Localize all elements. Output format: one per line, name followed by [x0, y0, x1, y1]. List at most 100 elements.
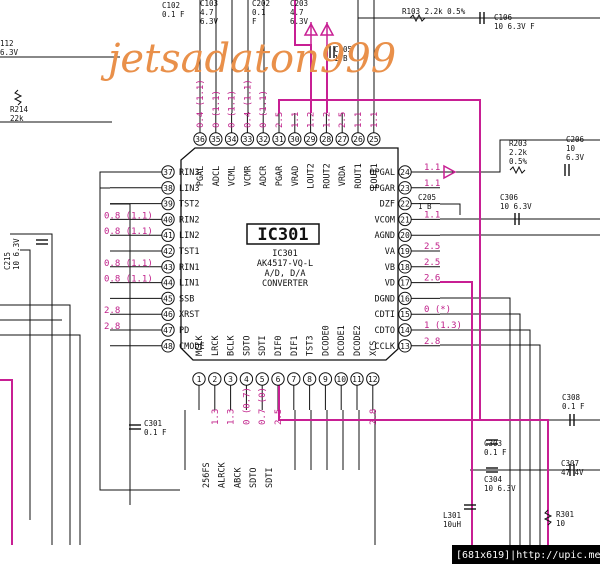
pin-2-label: LRCK: [211, 335, 221, 356]
pin-28-voltage: 1.2: [322, 112, 332, 128]
pin-29-circle: [303, 132, 318, 146]
pin-26-label: ROUT1: [354, 163, 364, 189]
pin-10-label: DCODE1: [337, 325, 347, 356]
wire-rin2: [10, 233, 53, 545]
pin-25-voltage: 1.1: [370, 112, 380, 128]
pin-22-number: 22: [400, 200, 410, 209]
c105-label: 1 B: [334, 54, 348, 63]
pin-26-number: 26: [353, 135, 363, 144]
pin-3-circle: [223, 372, 238, 386]
pin-32-circle: [256, 132, 270, 146]
pin-17-label: VD: [385, 279, 395, 289]
pin-3-label: BCLK: [227, 335, 237, 356]
pin-10-circle: [334, 372, 348, 386]
pin-32-number: 32: [258, 135, 268, 144]
pin-26-voltage: 1.1: [354, 112, 364, 128]
wire-dzf: [440, 203, 461, 215]
c205-label: C205: [418, 193, 436, 202]
pin-22-circle: [398, 196, 412, 211]
pin-17-circle: [398, 275, 412, 290]
pin-38-label: LIN3: [179, 184, 199, 194]
pin-44-voltage: 0.8 (1.1): [104, 275, 153, 285]
pin-30-voltage: 1.1: [291, 112, 301, 128]
pin-25-number: 25: [369, 135, 379, 144]
pin-9-number: 9: [323, 375, 328, 384]
pin-41-voltage: 0.8 (1.1): [104, 227, 153, 237]
c102-label: C102: [162, 1, 180, 10]
pin-15-circle: [398, 307, 412, 321]
wire-opgal: [440, 139, 600, 173]
ic301-subtitle-line: IC301: [272, 249, 298, 259]
supply-trace-left: [0, 379, 13, 545]
passive-components: [13, 12, 575, 526]
r301-label: 10: [556, 519, 566, 528]
r214-zigzag: [13, 89, 23, 106]
pin-43-label: RIN1: [179, 263, 199, 273]
pin-5-net-label: SDTO: [249, 468, 259, 488]
r103-zigzag: [409, 13, 426, 23]
r203-label: R203: [509, 139, 527, 148]
c202-label: F: [252, 17, 257, 26]
pin-44-number: 44: [163, 279, 173, 288]
supply-trace-dif0: [278, 385, 480, 421]
pin-24-circle: [398, 165, 412, 179]
l301-label: 10uH: [443, 520, 462, 529]
pin-10-number: 10: [336, 375, 346, 384]
pin-41-label: LIN2: [179, 231, 199, 241]
pin-42-label: TST1: [179, 247, 199, 257]
pin-18-label: VB: [385, 263, 395, 273]
c303-label: C303: [484, 439, 502, 448]
pin-40-number: 40: [163, 215, 173, 224]
pin-34-label: VCML: [228, 166, 238, 186]
pin-15-label: CDTI: [375, 310, 395, 320]
pin-21-circle: [398, 212, 412, 227]
pin-11-circle: [350, 372, 364, 386]
pin-6-label: DIF0: [274, 336, 284, 356]
pin-29-number: 29: [306, 135, 316, 144]
pin-19-voltage: 2.5: [424, 242, 440, 252]
pin-35-label: ADCL: [212, 166, 222, 186]
pin-35-number: 35: [211, 135, 221, 144]
pin-21-voltage: 1.1: [424, 210, 440, 220]
c307-label: 47 4V: [561, 468, 584, 477]
wire-tst2: [110, 203, 131, 505]
pin-6-net-label: SDTI: [265, 468, 275, 488]
c102-label: 0.1 F: [162, 10, 185, 19]
ic301-title: IC301: [257, 225, 308, 245]
wire-cmode: [0, 334, 81, 545]
pin-18-number: 18: [400, 263, 410, 272]
pin-2-net-label: 256FS: [202, 462, 212, 488]
pin-19-circle: [398, 244, 412, 258]
c203-label: C203: [290, 0, 308, 8]
pin-45-circle: [161, 291, 175, 306]
pin-36-voltage: 0.4 (1.1): [196, 79, 206, 128]
pin-31-circle: [272, 132, 286, 146]
pin-12-voltage: 2.8: [369, 409, 379, 425]
pin-43-voltage: 0.8 (1.1): [104, 259, 153, 269]
pin-1-circle: [192, 372, 206, 386]
c202-label: C202: [252, 0, 270, 8]
pin-19-label: VA: [385, 247, 395, 257]
ic301-subtitle-line: AK4517-VQ-L: [257, 259, 313, 269]
ic301-subtitle-line: CONVERTER: [262, 279, 309, 289]
c202-label: 0.1: [252, 8, 266, 17]
pin-14-label: CDTO: [375, 326, 395, 336]
c205-label: 1 B: [418, 202, 432, 211]
c215-label: 10 6.3V: [12, 238, 21, 270]
pin-20-label: AGND: [375, 231, 395, 241]
pin-27-number: 27: [337, 135, 347, 144]
pin-44-circle: [161, 275, 175, 290]
pin-15-number: 15: [400, 310, 410, 319]
pin-34-circle: [224, 132, 239, 146]
c112-label: 6.3V: [0, 48, 19, 57]
pin-40-voltage: 0.8 (1.1): [104, 211, 153, 221]
pin-8-number: 8: [307, 375, 312, 384]
pin-30-number: 30: [290, 135, 300, 144]
c308-label: 0.1 F: [562, 402, 585, 411]
pin-25-label: LOUT1: [370, 163, 380, 189]
pin-29-label: LOUT2: [307, 163, 317, 189]
pin-16-circle: [398, 291, 412, 306]
pin-19-number: 19: [400, 247, 410, 256]
pin-13-voltage: 2.8: [424, 337, 440, 347]
